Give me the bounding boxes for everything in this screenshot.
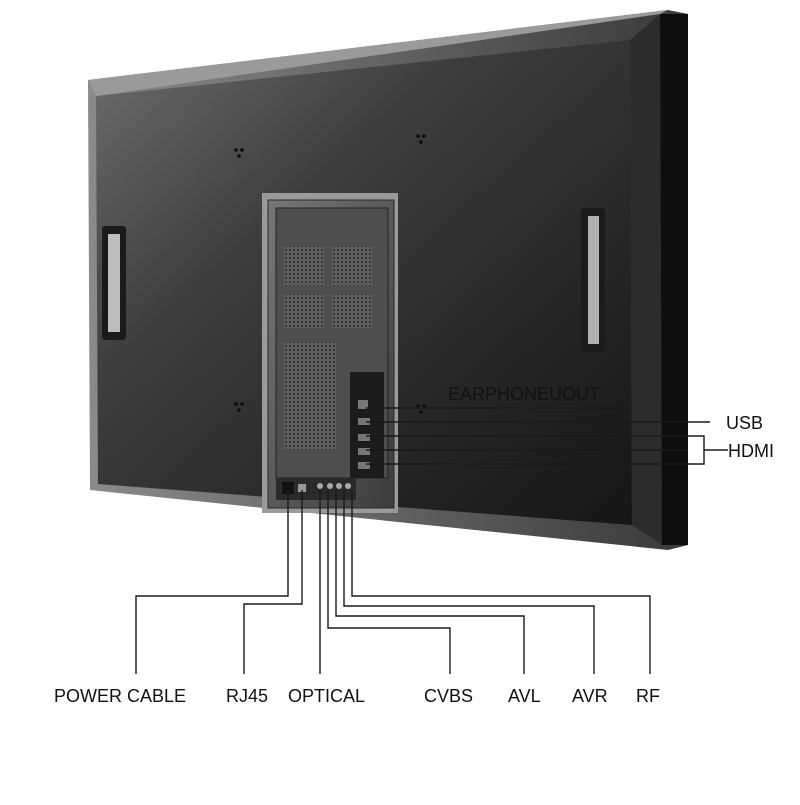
label-avr: AVR xyxy=(572,686,608,706)
side-leader-lines xyxy=(366,407,728,465)
screw-hole-icon xyxy=(234,402,244,412)
leader-cvbs xyxy=(327,490,451,674)
port-icon xyxy=(336,483,342,489)
port-icon xyxy=(358,448,370,455)
leader-avr xyxy=(343,490,595,674)
connector-labels: EARPHONEUOUT USB HDMI POWER CABLE RJ45 O… xyxy=(54,384,774,706)
port-icon xyxy=(345,483,351,489)
hdmi-bracket xyxy=(688,435,705,465)
label-usb: USB xyxy=(726,413,763,433)
bottom-leader-lines xyxy=(135,490,651,674)
label-avl: AVL xyxy=(508,686,541,706)
label-rf: RF xyxy=(636,686,660,706)
port-icon xyxy=(358,400,368,409)
label-optical: OPTICAL xyxy=(288,686,365,706)
leader-power-cable xyxy=(135,490,289,674)
port-icon xyxy=(298,484,306,492)
vent-grille-icon xyxy=(284,246,324,286)
label-power-cable: POWER CABLE xyxy=(54,686,186,706)
leader-rf xyxy=(351,490,651,674)
rear-io-panel xyxy=(262,193,398,513)
monitor-edge xyxy=(660,14,688,545)
screw-hole-icon xyxy=(234,148,244,158)
monitor-top-bevel xyxy=(88,10,668,96)
port-icon xyxy=(317,483,323,489)
vent-grille-icon xyxy=(284,294,324,328)
right-handle xyxy=(581,208,605,352)
vent-grille-icon xyxy=(284,342,336,450)
screw-holes xyxy=(234,134,426,414)
screw-hole-icon xyxy=(416,134,426,144)
left-handle xyxy=(102,226,126,340)
vent-grille-icon xyxy=(332,294,372,328)
leader-rj45 xyxy=(243,490,303,674)
label-cvbs: CVBS xyxy=(424,686,473,706)
port-icon xyxy=(358,462,370,469)
port-icon xyxy=(358,434,370,441)
monitor-side-bevel xyxy=(630,14,662,545)
vent-grille-icon xyxy=(332,246,372,286)
leader-avl xyxy=(335,490,525,674)
port-icon xyxy=(358,418,370,425)
screw-hole-icon xyxy=(416,404,426,414)
port-icon xyxy=(327,483,333,489)
port-icon xyxy=(282,482,294,494)
label-hdmi: HDMI xyxy=(728,441,774,461)
label-earphone-out: EARPHONEUOUT xyxy=(448,384,600,404)
label-rj45: RJ45 xyxy=(226,686,268,706)
